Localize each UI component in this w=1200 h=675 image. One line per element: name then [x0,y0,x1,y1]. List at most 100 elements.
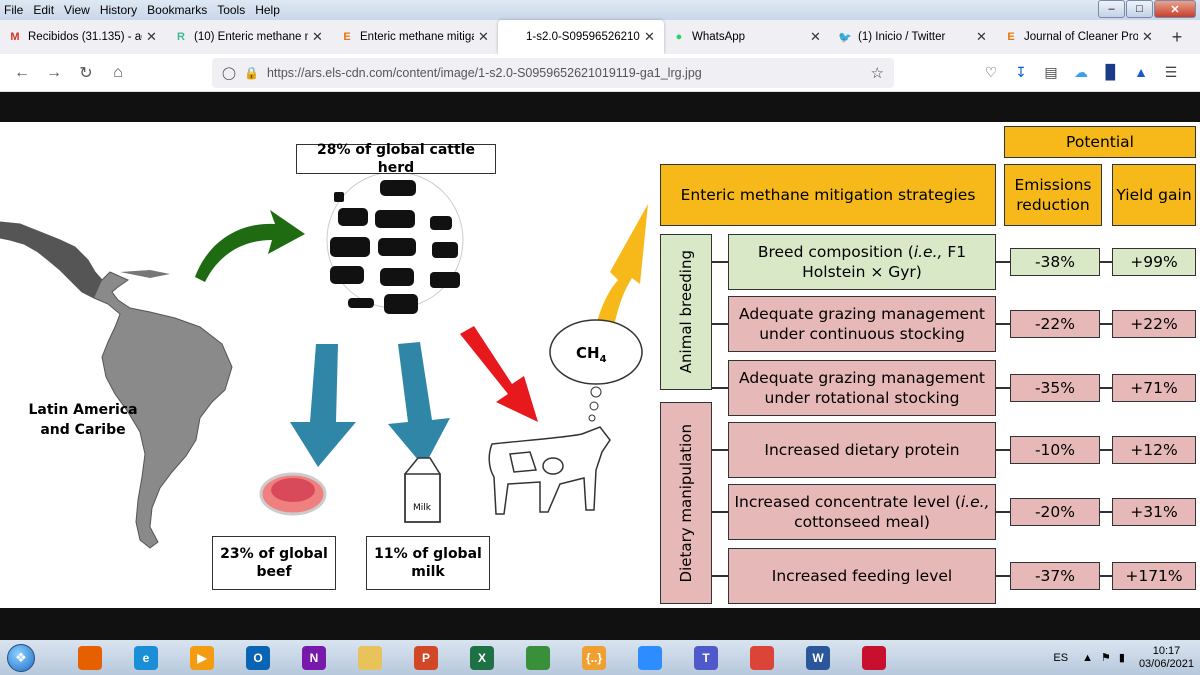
yield-value: +22% [1112,310,1196,338]
new-tab-button[interactable]: + [1171,26,1183,47]
battery-icon[interactable]: ▮ [1118,652,1125,664]
emissions-value: -10% [1010,436,1100,464]
tab-4[interactable]: ●WhatsApp✕ [664,20,830,54]
tab-close-icon[interactable]: ✕ [976,29,987,44]
taskbar-media-button[interactable]: ▶ [176,642,228,673]
connector-line [712,449,728,451]
shield-icon[interactable]: ◯ [222,66,236,80]
app-icon [526,645,550,670]
menu-help[interactable]: Help [255,3,280,17]
close-window-button[interactable]: ✕ [1154,0,1196,18]
reload-icon[interactable]: ↻ [79,64,93,82]
taskbar-teams-button[interactable]: T [680,642,732,673]
back-arrow-icon[interactable]: ← [14,63,30,81]
taskbar-zoom-button[interactable] [624,642,676,673]
menu-bar: File Edit View History Bookmarks Tools H… [0,0,1200,20]
home-icon[interactable]: ⌂ [113,63,123,81]
menu-tools[interactable]: Tools [217,3,246,17]
lock-icon[interactable]: 🔒 [244,65,259,80]
menu-bookmarks[interactable]: Bookmarks [147,3,208,17]
tab-close-icon[interactable]: ✕ [644,29,655,44]
menu-view[interactable]: View [64,3,90,17]
taskbar-app2-button[interactable]: {..} [568,642,620,673]
potential-header: Potential [1004,126,1196,158]
cloud-icon[interactable]: ☁ [1074,64,1088,80]
taskbar-ie-button[interactable]: e [120,642,172,673]
tab-close-icon[interactable]: ✕ [312,29,323,44]
taskbar-onenote-button[interactable]: N [288,642,340,673]
bookmark-star-icon[interactable]: ☆ [870,64,884,82]
forward-arrow-icon[interactable]: → [46,63,62,81]
teams-icon: T [694,645,718,670]
tab-3[interactable]: 1-s2.0-S0959652621019119-ga✕ [498,20,664,54]
taskbar-firefox-button[interactable] [64,642,116,673]
word-icon: W [806,645,830,670]
tab-label: Recibidos (31.135) - agu [28,31,142,43]
explorer-icon [358,645,382,670]
tab-2[interactable]: E Enteric methane mitigatio ✕ [332,20,498,54]
taskbar-app-button[interactable] [512,642,564,673]
taskbar-outlook-button[interactable]: O [232,642,284,673]
tab-close-icon[interactable]: ✕ [1142,29,1153,44]
connector-line [996,323,1010,325]
tab-close-icon[interactable]: ✕ [478,29,489,44]
milk-carton-icon: Milk [404,457,441,523]
tab-favicon-icon [506,30,520,44]
connector-line [1100,261,1112,263]
windows-logo-icon: ❖ [7,643,35,672]
green-arrow-icon [195,210,305,282]
tab-close-icon[interactable]: ✕ [146,29,157,44]
tab-label: Enteric methane mitigatio [360,31,474,43]
outlook-icon: O [246,645,270,670]
menu-file[interactable]: File [4,3,24,17]
image-viewer-background-bottom [0,608,1200,640]
tab-label: (10) Enteric methane miti [194,31,308,43]
connector-line [712,387,728,389]
tab-close-icon[interactable]: ✕ [810,29,821,44]
menu-edit[interactable]: Edit [33,3,55,17]
maximize-button[interactable]: □ [1126,0,1153,18]
url-bar[interactable]: ◯ 🔒 https://ars.els-cdn.com/content/imag… [212,57,894,88]
tab-5[interactable]: 🐦(1) Inicio / Twitter✕ [830,20,996,54]
system-tray: ES ▲ ⚑ ▮ 10:17 03/06/2021 [1053,640,1194,675]
emissions-value: -35% [1010,374,1100,402]
tray-arrow-icon[interactable]: ▲ [1082,651,1093,664]
connector-line [1100,323,1112,325]
reader-icon[interactable]: ▤ [1044,64,1058,80]
extension-hat-icon[interactable]: ▲ [1134,64,1148,80]
strategies-header: Enteric methane mitigation strategies [660,164,996,226]
connector-line [1100,575,1112,577]
thought-cloud-icon [549,319,643,422]
hamburger-menu-icon[interactable]: ☰ [1164,64,1178,80]
graphical-abstract: Milk 28% of global cattle herd Latin Ame… [0,122,1200,608]
taskbar-chrome-button[interactable] [736,642,788,673]
flag-icon[interactable]: ⚑ [1101,652,1111,664]
emissions-header: Emissions reduction [1004,164,1102,226]
cattle-herd-icon [330,180,460,314]
download-icon[interactable]: ↧ [1015,64,1027,80]
language-indicator[interactable]: ES [1053,651,1069,664]
yield-value: +31% [1112,498,1196,526]
emissions-value: -22% [1010,310,1100,338]
strategy-cell: Adequate grazing management under contin… [728,296,996,352]
pocket-icon[interactable]: ♡ [984,64,998,80]
taskbar-word-button[interactable]: W [792,642,844,673]
taskbar-acrobat-button[interactable] [848,642,900,673]
minimize-button[interactable]: ‒ [1098,0,1125,18]
group-animal-breeding: Animal breeding [660,234,712,390]
start-button[interactable]: ❖ [0,640,42,675]
clock[interactable]: 10:17 03/06/2021 [1139,645,1194,671]
tab-1[interactable]: R(10) Enteric methane miti✕ [166,20,332,54]
connector-line [996,261,1010,263]
yield-header: Yield gain [1112,164,1196,226]
menu-history[interactable]: History [99,3,138,17]
tab-favicon-icon: E [343,31,351,43]
chart-extension-icon[interactable]: ▉ [1105,64,1117,80]
connector-line [712,575,728,577]
taskbar-excel-button[interactable]: X [456,642,508,673]
taskbar-explorer-button[interactable] [344,642,396,673]
taskbar-powerpoint-button[interactable]: P [400,642,452,673]
firefox-icon [78,645,102,670]
